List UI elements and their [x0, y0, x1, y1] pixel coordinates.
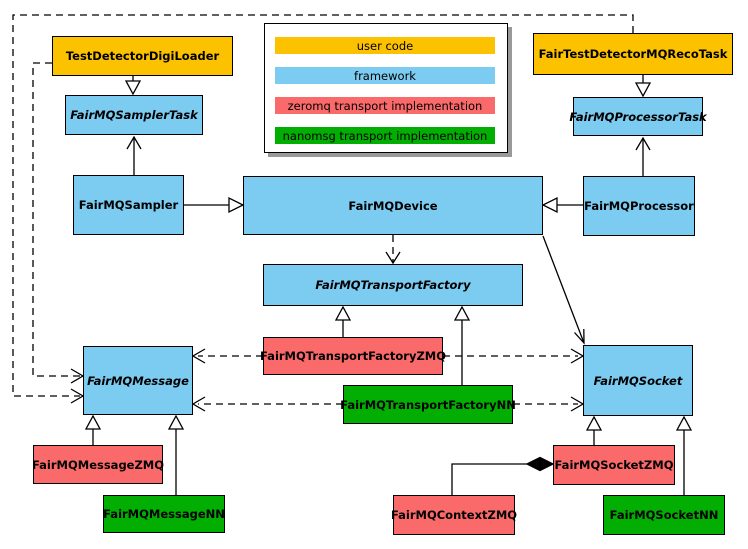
legend-label: user code — [356, 38, 414, 53]
legend: user code framework zeromq transport imp… — [264, 23, 508, 153]
legend-label: framework — [354, 68, 416, 83]
class-fairmqdevice: FairMQDevice — [243, 176, 543, 235]
legend-label: nanomsg transport implementation — [282, 128, 488, 143]
dependency-line-recotask-message — [12, 14, 634, 397]
association-arrowhead-device-socket — [574, 328, 585, 345]
inheritance-triangle-recotask-processortask — [634, 82, 652, 98]
class-fairmqsocketnn: FairMQSocketNN — [603, 495, 725, 535]
class-fairmqsocketzmq: FairMQSocketZMQ — [553, 445, 675, 485]
inheritance-triangle-messagenn-message — [167, 414, 185, 430]
association-arrowhead-sampler-samplertask — [126, 135, 142, 150]
inheritance-triangle-socketzmq-socket — [585, 415, 603, 431]
inheritance-triangle-digiloader-samplertask — [124, 80, 142, 96]
class-fairmqmessagezmq: FairMQMessageZMQ — [32, 445, 164, 484]
class-fairmqsamplertask: FairMQSamplerTask — [65, 95, 203, 135]
inheritance-triangle-factoryzmq-factory — [334, 305, 352, 321]
class-fairmqmessage: FairMQMessage — [83, 346, 193, 415]
legend-label: zeromq transport implementation — [287, 98, 483, 113]
legend-item-nanomsg: nanomsg transport implementation — [275, 127, 495, 144]
class-fairmqsampler: FairMQSampler — [73, 175, 184, 235]
association-arrowhead-processor-processortask — [635, 136, 651, 151]
inheritance-triangle-messagezmq-message — [84, 414, 102, 430]
class-fairmqcontextzmq: FairMQContextZMQ — [391, 495, 517, 535]
class-fairmqprocessor: FairMQProcessor — [583, 176, 695, 236]
association-line-device-socket — [542, 235, 585, 344]
dependency-arrowhead-device-factory — [385, 251, 401, 265]
class-testdetectordigiloader: TestDetectorDigiLoader — [52, 36, 233, 76]
inheritance-triangle-sampler-device — [228, 196, 245, 214]
class-fairmqprocessortask: FairMQProcessorTask — [569, 97, 707, 136]
legend-item-user-code: user code — [275, 37, 495, 54]
composition-diamond-socketzmq — [525, 456, 555, 472]
class-fairmqmessagenn: FairMQMessageNN — [103, 495, 225, 533]
class-fairmqtransportfactorynn: FairMQTransportFactoryNN — [340, 385, 516, 424]
class-fairmqsocket: FairMQSocket — [583, 345, 693, 416]
class-fairtestdetectormqrecotask: FairTestDetectorMQRecoTask — [533, 33, 733, 75]
class-fairmqtransportfactory: FairMQTransportFactory — [263, 264, 523, 306]
inheritance-triangle-socketnn-socket — [675, 415, 693, 431]
legend-item-framework: framework — [275, 67, 495, 84]
inheritance-triangle-processor-device — [541, 196, 558, 214]
dependency-arrowhead-factorynn-message — [191, 396, 206, 412]
inheritance-triangle-factorynn-factory — [453, 305, 471, 321]
dependency-arrowhead-factoryzmq-message — [191, 348, 206, 364]
legend-item-zeromq: zeromq transport implementation — [275, 97, 495, 114]
class-fairmqtransportfactoryzmq: FairMQTransportFactoryZMQ — [260, 337, 446, 375]
composition-line-socketzmq-contextzmq — [451, 463, 527, 495]
